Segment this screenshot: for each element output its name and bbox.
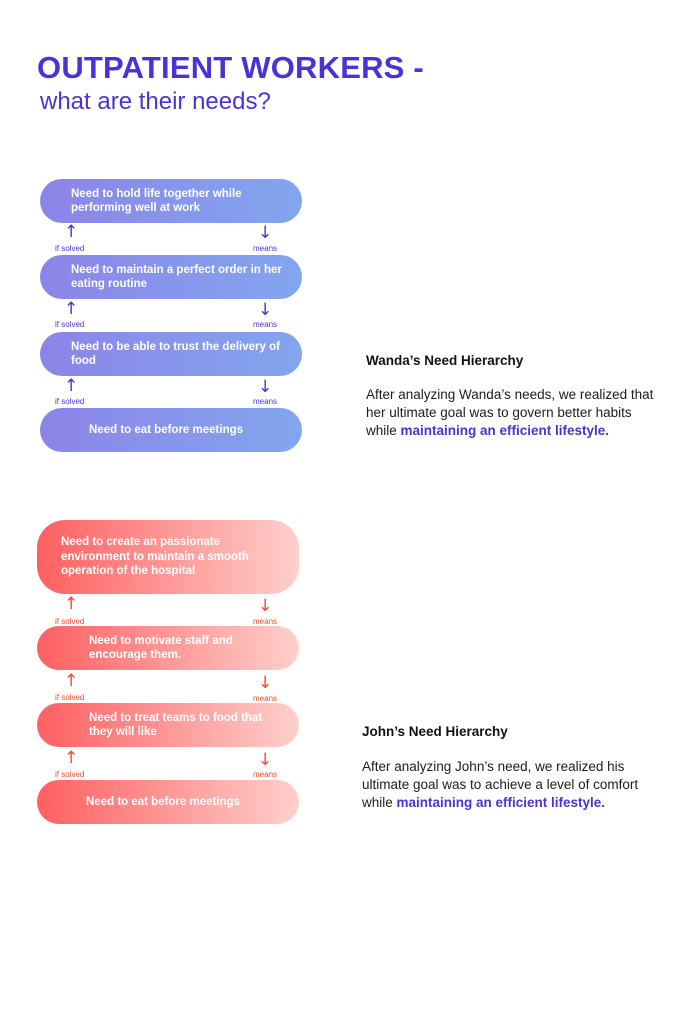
john-panel-highlight: maintaining an efficient lifestyle. [396,795,606,810]
wanda-panel-title: Wanda’s Need Hierarchy [366,353,524,368]
if-solved-label: if solved [55,397,85,406]
john-need-1: Need to create an passionate environment… [37,520,299,594]
means-label: means [253,397,278,406]
john-need-3: Need to treat teams to food that they wi… [37,703,299,747]
if-solved-label: if solved [55,617,85,626]
up-arrow-icon: ↑ [64,299,79,319]
means-label: means [253,617,278,626]
page-subtitle: what are their needs? [40,88,271,115]
wanda-need-2-text: Need to maintain a perfect order in her … [71,263,282,291]
if-solved-label: if solved [55,770,85,779]
if-solved-label: if solved [55,244,85,253]
wanda-need-4-text: Need to eat before meetings [89,423,244,436]
wanda-need-2: Need to maintain a perfect order in her … [40,255,302,299]
wanda-panel-text: After analyzing Wanda’s needs, we realiz… [366,387,654,438]
down-arrow-icon: ↓ [258,300,273,320]
wanda-need-4: Need to eat before meetings [40,408,302,452]
john-need-1-text: Need to create an passionate environment… [61,536,249,578]
john-panel-description: After analyzing John’s need, we realized… [362,758,652,812]
page-title: OUTPATIENT WORKERS - [37,50,424,85]
down-arrow-icon: ↓ [258,596,273,616]
john-panel-text: After analyzing John’s need, we realized… [362,759,639,810]
wanda-panel-description: After analyzing Wanda’s needs, we realiz… [366,386,656,440]
john-need-3-text: Need to treat teams to food that they wi… [89,711,263,739]
wanda-need-1: Need to hold life together while perform… [40,179,302,223]
john-need-2: Need to motivate staff and encourage the… [37,626,299,670]
wanda-need-1-text: Need to hold life together while perform… [71,187,242,215]
if-solved-label: if solved [55,693,85,702]
wanda-panel-highlight: maintaining an efficient lifestyle. [400,423,610,438]
down-arrow-icon: ↓ [258,750,273,770]
down-arrow-icon: ↓ [258,673,273,693]
wanda-need-3-text: Need to be able to trust the delivery of… [71,340,280,368]
up-arrow-icon: ↑ [64,594,79,614]
wanda-need-3: Need to be able to trust the delivery of… [40,332,302,376]
john-panel-title: John’s Need Hierarchy [362,724,508,739]
means-label: means [253,244,278,253]
down-arrow-icon: ↓ [258,377,273,397]
john-need-2-text: Need to motivate staff and encourage the… [89,634,233,662]
john-need-4: Need to eat before meetings [37,780,299,824]
up-arrow-icon: ↑ [64,748,79,768]
down-arrow-icon: ↓ [258,223,273,243]
means-label: means [253,770,278,779]
means-label: means [253,694,278,703]
up-arrow-icon: ↑ [64,376,79,396]
means-label: means [253,320,278,329]
john-need-4-text: Need to eat before meetings [86,795,241,808]
up-arrow-icon: ↑ [64,222,79,242]
up-arrow-icon: ↑ [64,671,79,691]
if-solved-label: if solved [55,320,85,329]
